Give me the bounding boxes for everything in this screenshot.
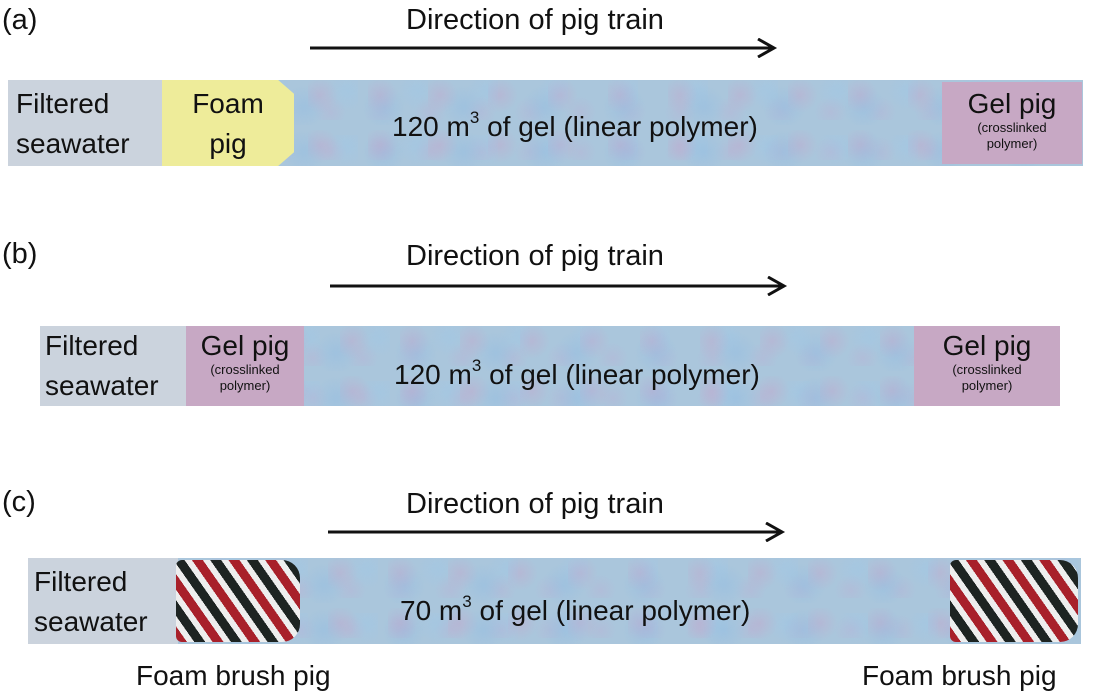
gel-volume-prefix: 120 m: [394, 359, 472, 390]
filtered-seawater: Filtered seawater: [28, 558, 178, 644]
gel-pig-title: Gel pig: [200, 330, 290, 361]
gel-pig-subtitle: (crosslinked: [210, 362, 280, 377]
foam-brush-pig-rear: [950, 560, 1078, 642]
direction-title: Direction of pig train: [406, 240, 664, 272]
gel-volume-prefix: 120 m: [392, 111, 470, 142]
gel-volume-sup: 3: [471, 356, 482, 375]
gel-pig-rear: Gel pig (crosslinked polymer): [942, 82, 1082, 164]
gel-pig-title: Gel pig: [942, 330, 1032, 361]
gel-volume-prefix: 70 m: [400, 595, 463, 626]
gel-pig-subtitle: polymer): [219, 378, 271, 393]
seawater-line: seawater: [34, 606, 148, 637]
gel-volume-sup: 3: [462, 592, 472, 611]
gel-volume-sup: 3: [469, 108, 480, 127]
direction-arrow: [310, 38, 778, 58]
seawater-line: Filtered: [45, 330, 139, 361]
panel-label: (b): [2, 238, 38, 270]
filtered-seawater: Filtered seawater: [40, 326, 188, 406]
panel-c: (c) Direction of pig train Filtered seaw…: [0, 470, 1104, 696]
panel-label: (c): [2, 486, 36, 518]
gel-volume-suffix: of gel (linear polymer): [479, 111, 758, 142]
foam-brush-pig-label: Foam brush pig: [136, 660, 331, 691]
seawater-line: Filtered: [16, 88, 110, 119]
gel-pig-title: Gel pig: [967, 88, 1057, 119]
foam-brush-pig-label: Foam brush pig: [862, 660, 1057, 691]
gel-pig-subtitle: polymer): [961, 378, 1013, 393]
gel-volume-suffix: of gel (linear polymer): [481, 359, 760, 390]
filtered-seawater: Filtered seawater: [8, 80, 163, 166]
panel-label: (a): [2, 4, 38, 36]
gel-pig-front: Gel pig (crosslinked polymer): [186, 326, 304, 406]
direction-title: Direction of pig train: [406, 488, 664, 520]
gel-volume-label: 120 m3 of gel (linear polymer): [392, 108, 758, 143]
direction-title: Direction of pig train: [406, 4, 664, 36]
foam-pig-line: pig: [209, 128, 247, 159]
gel-pig-rear: Gel pig (crosslinked polymer): [914, 326, 1060, 406]
foam-pig-line: Foam: [192, 88, 264, 119]
foam-brush-pig-front: [176, 560, 300, 642]
seawater-line: Filtered: [34, 566, 128, 597]
gel-pig-subtitle: (crosslinked: [952, 362, 1022, 377]
seawater-line: seawater: [45, 370, 159, 401]
foam-pig: Foam pig: [162, 80, 294, 166]
gel-volume-label: 70 m3 of gel (linear polymer): [400, 592, 750, 627]
seawater-line: seawater: [16, 128, 130, 159]
direction-arrow: [328, 522, 786, 542]
gel-pig-subtitle: (crosslinked: [977, 120, 1047, 135]
gel-volume-suffix: of gel (linear polymer): [471, 595, 751, 626]
gel-volume-label: 120 m3 of gel (linear polymer): [394, 356, 760, 391]
panel-b: (b) Direction of pig train Filtered seaw…: [0, 230, 1104, 430]
gel-pig-subtitle: polymer): [986, 136, 1038, 151]
direction-arrow: [330, 276, 788, 296]
panel-a: (a) Direction of pig train Filtered seaw…: [0, 0, 1104, 200]
